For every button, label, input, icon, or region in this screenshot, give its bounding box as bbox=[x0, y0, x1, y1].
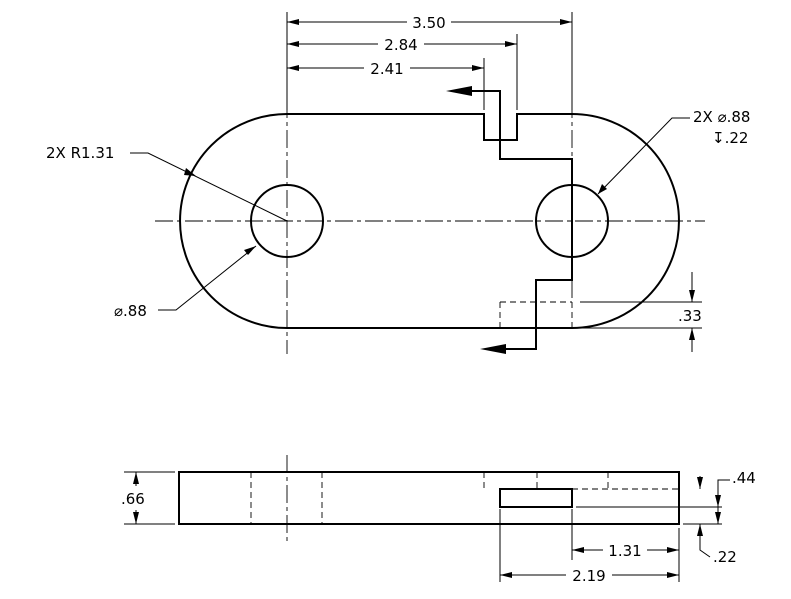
dim-text-slot-far: 2.84 bbox=[384, 36, 417, 54]
top-view-outline bbox=[179, 113, 680, 329]
dim-text-offset: .33 bbox=[678, 307, 702, 325]
dimension-slot-inner: 1.31 bbox=[571, 509, 680, 582]
leader-left-hole: ⌀.88 bbox=[114, 245, 257, 320]
callout-left-hole: ⌀.88 bbox=[114, 302, 147, 320]
leader-radius: 2X R1.31 bbox=[46, 144, 288, 222]
dim-text-slot-near: 2.41 bbox=[370, 60, 403, 78]
section-slot bbox=[499, 488, 573, 508]
front-view: .66 .44 .22 1.31 bbox=[121, 455, 756, 585]
dimension-slot-height: .44 bbox=[576, 469, 756, 525]
dimension-slot-near: 2.41 bbox=[287, 58, 484, 78]
dimension-slot-far: 2.84 bbox=[287, 34, 517, 54]
dimension-overall: 3.50 bbox=[287, 12, 572, 32]
cutting-plane-line bbox=[460, 90, 573, 350]
callout-right-hole-depth: ↧.22 bbox=[712, 129, 748, 147]
dim-text-slot-inner: 1.31 bbox=[608, 542, 641, 560]
dimension-thickness: .66 bbox=[121, 471, 175, 525]
front-view-outline bbox=[178, 471, 680, 525]
dim-text-thickness: .66 bbox=[121, 490, 145, 508]
callout-right-hole: 2X ⌀.88 bbox=[693, 108, 750, 126]
cutting-plane-arrow-top bbox=[446, 86, 472, 96]
dimension-slot-bottom: .22 bbox=[697, 524, 737, 566]
callout-radius: 2X R1.31 bbox=[46, 144, 114, 162]
dimension-offset: .33 bbox=[580, 272, 702, 352]
leader-right-hole: 2X ⌀.88 ↧.22 bbox=[597, 108, 750, 195]
dimension-slot-outer: 2.19 bbox=[499, 509, 679, 585]
dim-text-slot-outer: 2.19 bbox=[572, 567, 605, 585]
dim-text-slot-bottom: .22 bbox=[713, 548, 737, 566]
dim-text-overall: 3.50 bbox=[412, 14, 445, 32]
cutting-plane-arrow-bottom bbox=[480, 344, 506, 354]
dim-text-slot-height: .44 bbox=[732, 469, 756, 487]
top-view: 3.50 2.84 2.41 2X R1.31 2X ⌀ bbox=[46, 12, 750, 354]
